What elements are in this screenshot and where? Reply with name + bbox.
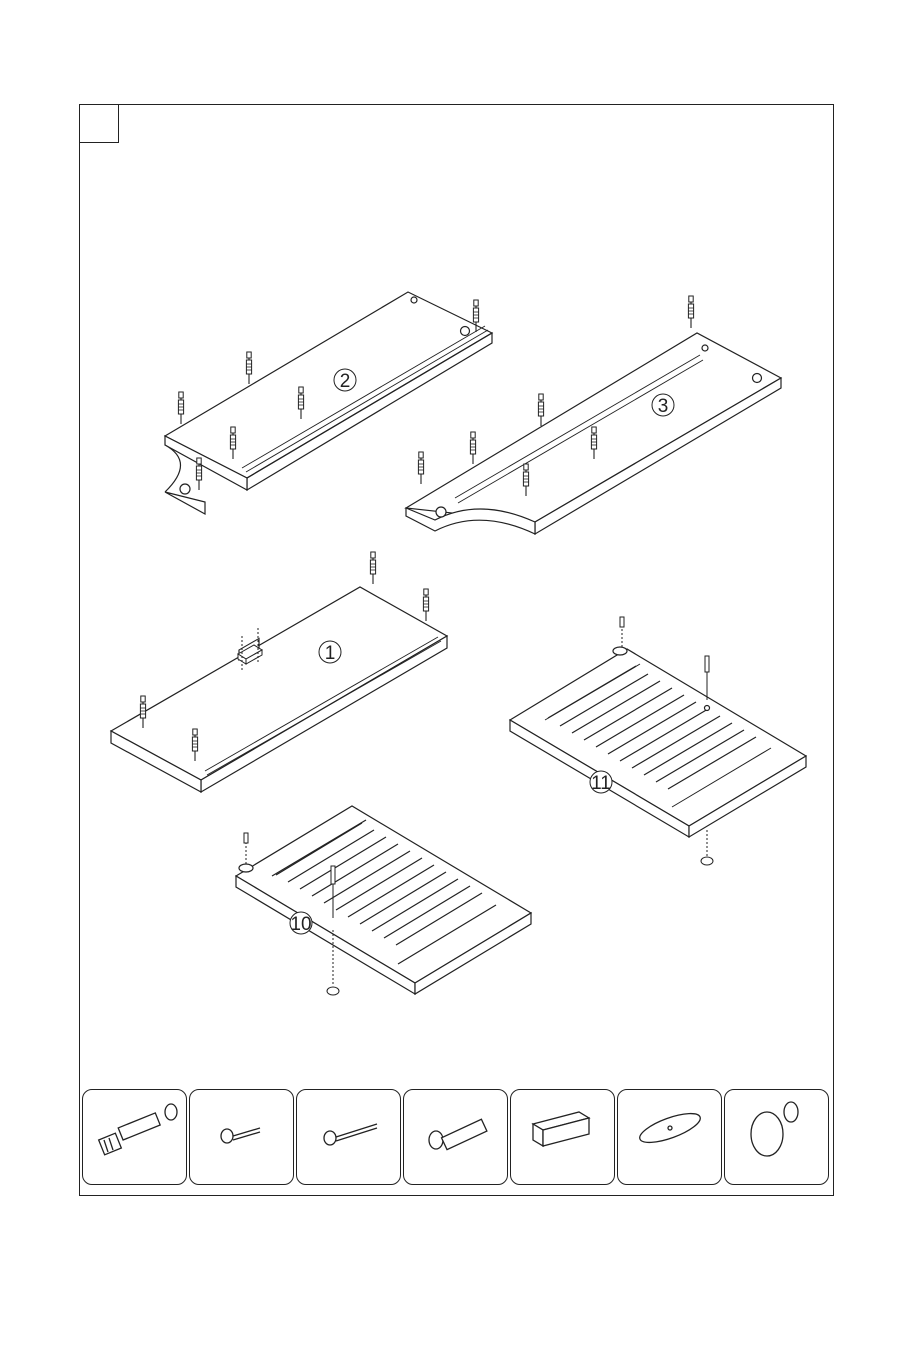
cam-bolt-icon: [82, 1089, 187, 1185]
part-label-2: 2: [340, 371, 351, 392]
panel-2: [165, 292, 492, 514]
long-screw-icon: [296, 1089, 401, 1185]
strike-plate-icon: [617, 1089, 722, 1185]
door-10-label: 10: [290, 912, 312, 935]
knob-icon: [724, 1089, 829, 1185]
part-label-10: 10: [290, 914, 311, 935]
part-label-1: 1: [325, 643, 336, 664]
hardware-list: [82, 1089, 832, 1187]
machine-screw-icon: [403, 1089, 508, 1185]
short-screw-icon: [189, 1089, 294, 1185]
magnetic-catch-icon: [510, 1089, 615, 1185]
door-10: [236, 806, 531, 994]
part-label-11: 11: [591, 773, 611, 794]
part-label-3: 3: [658, 396, 669, 417]
door-11-label: 11: [590, 771, 612, 794]
door-11: [510, 647, 806, 837]
panel-1: [111, 587, 447, 792]
